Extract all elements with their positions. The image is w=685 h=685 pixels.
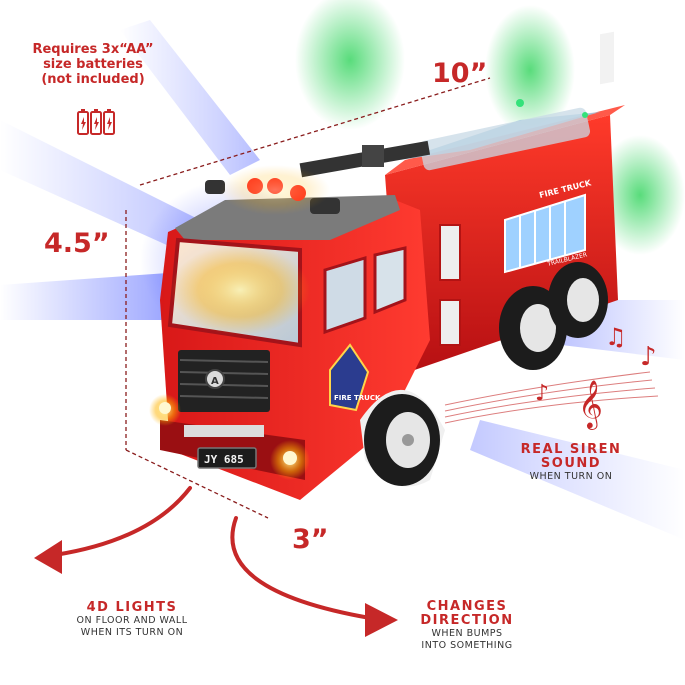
fire-truck: FIRE TRUCK TRAILBLAZER: [149, 31, 625, 500]
svg-text:A: A: [211, 376, 219, 387]
direction-arrows: [53, 486, 372, 620]
siren-subtext: WHEN TURN ON: [529, 471, 613, 482]
feature-siren: REAL SIREN SOUND WHEN TURN ON: [506, 443, 636, 483]
direction-subtext-2: INTO SOMETHING: [421, 640, 513, 651]
siren-heading-1: REAL SIREN: [520, 442, 622, 457]
lights-subtext-2: WHEN ITS TURN ON: [80, 627, 184, 638]
battery-line-3: (not included): [41, 72, 145, 87]
battery-icon: [77, 109, 115, 135]
width-dimension: 3”: [292, 524, 329, 555]
battery-line-1: Requires 3x“AA”: [32, 42, 154, 57]
front-wheel: [360, 389, 445, 487]
height-dimension: 4.5”: [44, 228, 110, 259]
lights-heading: 4D LIGHTS: [86, 600, 178, 615]
music-notes-icon: 𝄞 ♪ ♫ ♪: [444, 323, 659, 430]
rear-wheels: [499, 262, 608, 370]
battery-line-2: size batteries: [43, 57, 143, 72]
badge-text: FIRE TRUCK: [334, 394, 381, 402]
svg-text:♫: ♫: [605, 323, 627, 351]
svg-text:♪: ♪: [535, 381, 549, 406]
left-arrow-head-icon: [34, 540, 62, 574]
direction-heading-2: DIRECTION: [420, 613, 514, 628]
battery-requirement: Requires 3x“AA” size batteries (not incl…: [18, 42, 168, 87]
siren-heading-2: SOUND: [540, 456, 602, 471]
feature-lights: 4D LIGHTS ON FLOOR AND WALL WHEN ITS TUR…: [42, 601, 222, 639]
lights-subtext-1: ON FLOOR AND WALL: [76, 615, 188, 626]
license-plate: JY 685: [204, 453, 244, 466]
svg-text:𝄞: 𝄞: [578, 379, 603, 430]
feature-direction: CHANGES DIRECTION WHEN BUMPS INTO SOMETH…: [392, 600, 542, 652]
direction-heading-1: CHANGES: [426, 599, 508, 614]
direction-subtext-1: WHEN BUMPS: [431, 628, 503, 639]
svg-text:♪: ♪: [640, 342, 657, 372]
length-dimension: 10”: [432, 58, 488, 89]
right-arrow-head-icon: [365, 603, 398, 637]
dimension-lines: [125, 77, 491, 519]
